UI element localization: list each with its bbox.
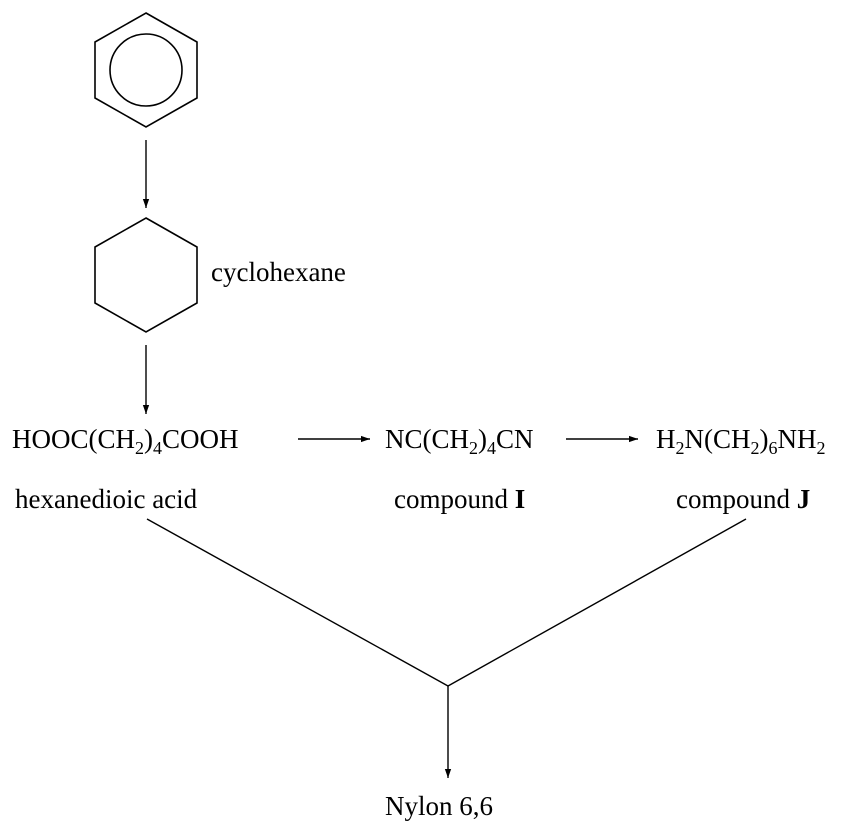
benzene-aromatic-circle	[109, 33, 183, 107]
compound-i-label: compound I	[394, 484, 526, 514]
hexanedioic-acid-label: hexanedioic acid	[15, 484, 198, 514]
cyclohexane-structure	[94, 217, 198, 333]
benzene-hexagon	[94, 12, 198, 128]
nylon-product-label: Nylon 6,6	[385, 791, 493, 821]
benzene-structure	[94, 12, 198, 128]
compound-j-formula: H2N(CH2)6NH2	[656, 424, 826, 458]
line-compound-j-to-junction	[447, 518, 747, 687]
compound-j-label: compound J	[676, 484, 811, 514]
cyclohexane-label: cyclohexane	[211, 257, 346, 287]
compound-i-formula: NC(CH2)4CN	[385, 424, 534, 458]
line-acid-to-junction	[146, 518, 449, 687]
hexanedioic-acid-formula: HOOC(CH2)4COOH	[12, 424, 239, 458]
